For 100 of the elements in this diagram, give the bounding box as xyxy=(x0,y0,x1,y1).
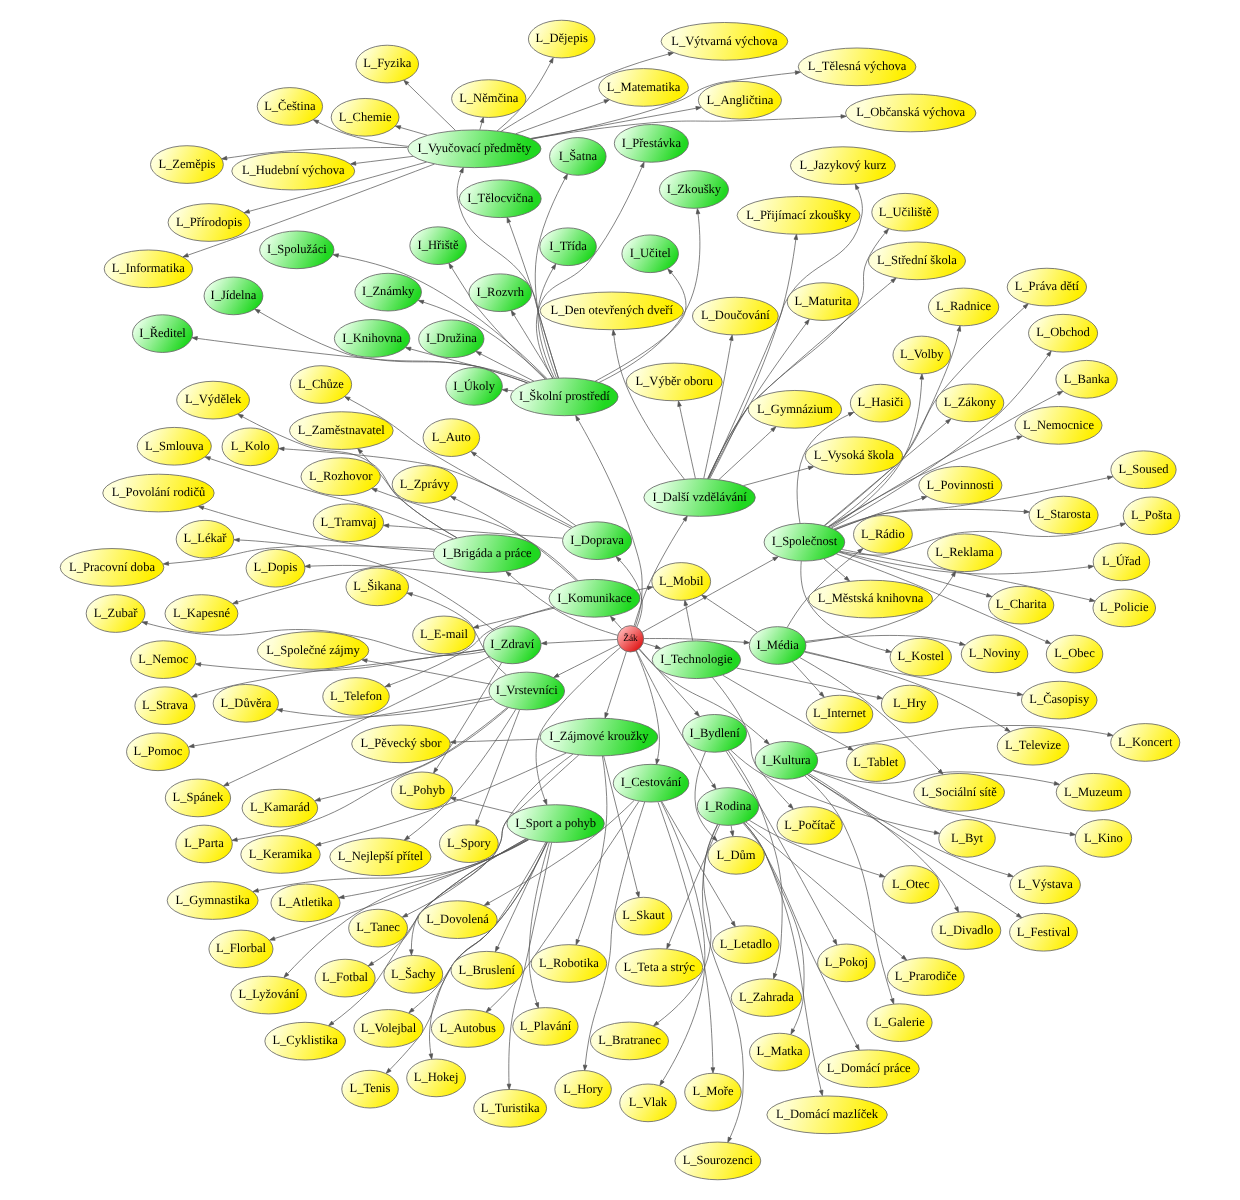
arrow xyxy=(418,300,547,380)
arrow xyxy=(813,769,1060,786)
arrow xyxy=(709,233,798,479)
arrow xyxy=(827,325,962,528)
arrow xyxy=(495,841,548,953)
arrow xyxy=(506,216,559,379)
arrow xyxy=(830,373,924,528)
arrow xyxy=(501,388,514,393)
arrow xyxy=(815,725,1114,754)
arrow xyxy=(409,754,580,956)
arrow xyxy=(583,801,646,1071)
arrow xyxy=(233,537,495,631)
arrow xyxy=(786,548,864,628)
arrow xyxy=(653,824,719,1027)
arrow xyxy=(403,79,456,131)
arrow xyxy=(479,116,485,131)
arrow xyxy=(610,615,622,629)
arrow xyxy=(804,635,966,646)
arrow xyxy=(635,585,654,591)
arrow xyxy=(708,319,810,480)
arrow xyxy=(804,775,895,1005)
arrow xyxy=(743,465,815,486)
arrow xyxy=(195,649,485,672)
arrow xyxy=(604,651,627,719)
arrow xyxy=(677,400,696,479)
arrow xyxy=(804,650,1011,732)
arrow xyxy=(725,750,838,946)
arrow xyxy=(791,661,825,698)
arrow xyxy=(736,667,883,700)
arrow xyxy=(223,656,490,787)
arrow xyxy=(383,523,563,539)
arrow xyxy=(344,396,572,529)
arrow xyxy=(314,707,509,802)
arrow xyxy=(594,268,687,382)
arrow xyxy=(702,824,744,1143)
arrow xyxy=(659,801,706,1086)
arrow xyxy=(204,456,454,540)
arrow xyxy=(839,551,1095,575)
arrow xyxy=(598,208,701,383)
arrow xyxy=(743,822,824,1096)
arrow xyxy=(541,639,618,646)
arrow xyxy=(642,642,662,649)
arrow xyxy=(405,346,528,384)
arrow xyxy=(483,800,635,906)
arrow xyxy=(827,435,1023,528)
arrow xyxy=(643,638,750,645)
arrow xyxy=(796,411,855,524)
arrow xyxy=(221,147,408,161)
arrow xyxy=(496,57,554,132)
arrow xyxy=(703,334,734,479)
arrow xyxy=(448,262,546,380)
arrow xyxy=(615,556,643,628)
arrow xyxy=(683,599,694,642)
arrow xyxy=(729,825,735,837)
arrow xyxy=(500,51,674,132)
arrow xyxy=(635,650,660,765)
arrow xyxy=(254,308,528,384)
arrow xyxy=(231,707,508,842)
arrow xyxy=(384,606,555,688)
arrow xyxy=(472,607,556,629)
arrow xyxy=(611,329,685,480)
arrow xyxy=(841,549,1096,603)
arrow xyxy=(707,277,897,480)
arrow xyxy=(404,708,517,841)
arrow xyxy=(661,801,736,928)
arrow xyxy=(575,755,608,946)
arrow xyxy=(641,556,779,633)
arrow xyxy=(839,522,1127,556)
arrow xyxy=(800,560,892,653)
arrow xyxy=(191,336,531,383)
arrow xyxy=(357,448,458,539)
arrow xyxy=(315,752,567,847)
arrow xyxy=(694,751,718,842)
arrow xyxy=(350,156,414,166)
arrow xyxy=(515,99,610,135)
arrow xyxy=(831,350,1052,529)
arrow xyxy=(824,303,1029,527)
arrow xyxy=(742,822,860,1051)
arrow xyxy=(718,426,777,480)
arrow xyxy=(361,658,492,685)
arrow xyxy=(707,228,889,480)
arrow xyxy=(243,161,427,214)
arrow xyxy=(528,842,550,1009)
arrow xyxy=(799,657,944,775)
arrow xyxy=(535,646,621,806)
arrow xyxy=(748,819,886,878)
arrow xyxy=(182,163,435,258)
arrow xyxy=(401,753,574,918)
arrow xyxy=(162,545,436,566)
arrow xyxy=(833,475,1114,530)
arrow xyxy=(198,505,434,552)
arrow xyxy=(657,801,716,1074)
arrow xyxy=(633,515,688,627)
arrow xyxy=(428,841,548,1060)
arrow xyxy=(834,496,928,531)
arrow xyxy=(475,351,535,382)
arrow xyxy=(450,496,577,582)
arrow xyxy=(553,644,619,678)
arrow xyxy=(191,649,485,698)
arrow xyxy=(506,842,552,1090)
